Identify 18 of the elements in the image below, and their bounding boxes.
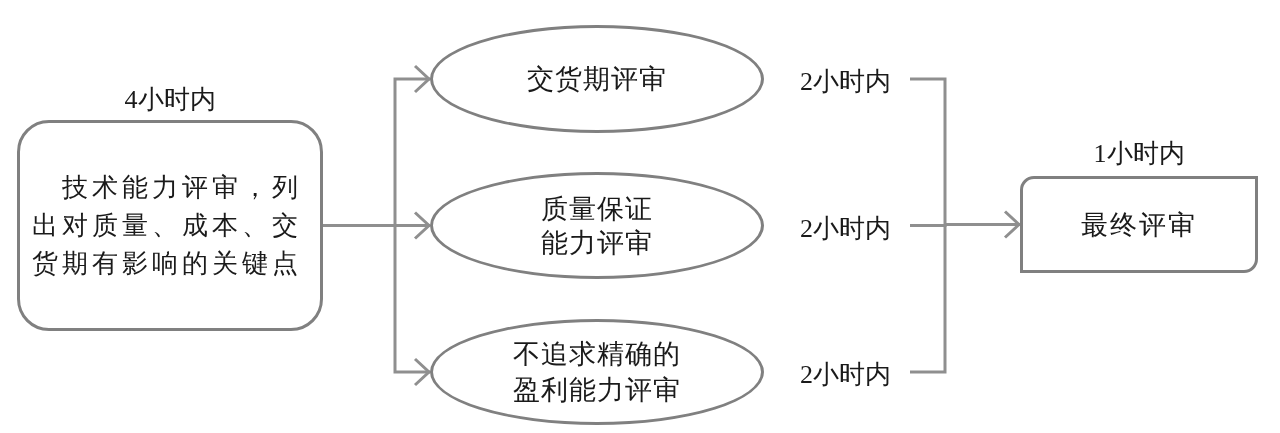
duration-label: 2小时内 — [800, 359, 891, 391]
arrow — [393, 211, 431, 240]
node-text: 技术能力评审，列出对质量、成本、交货期有影响的关键点 — [32, 171, 303, 280]
connector-line — [910, 223, 947, 227]
duration-label: 2小时内 — [800, 212, 891, 245]
node-text: 质量保证能力评审 — [540, 192, 654, 260]
arrow — [393, 225, 431, 387]
node-text: 交货期评审 — [526, 63, 668, 96]
duration-label: 1小时内 — [1092, 138, 1186, 170]
duration-label: 4小时内 — [123, 84, 217, 116]
arrow — [945, 210, 1021, 239]
arrow — [393, 64, 431, 226]
node-text: 不追求精确的盈利能力评审 — [512, 338, 682, 407]
node-text: 最终评审 — [1080, 208, 1198, 242]
connector-line — [323, 224, 395, 227]
connector-line — [910, 224, 947, 374]
duration-label: 2小时内 — [800, 66, 891, 98]
connector-line — [910, 77, 947, 225]
